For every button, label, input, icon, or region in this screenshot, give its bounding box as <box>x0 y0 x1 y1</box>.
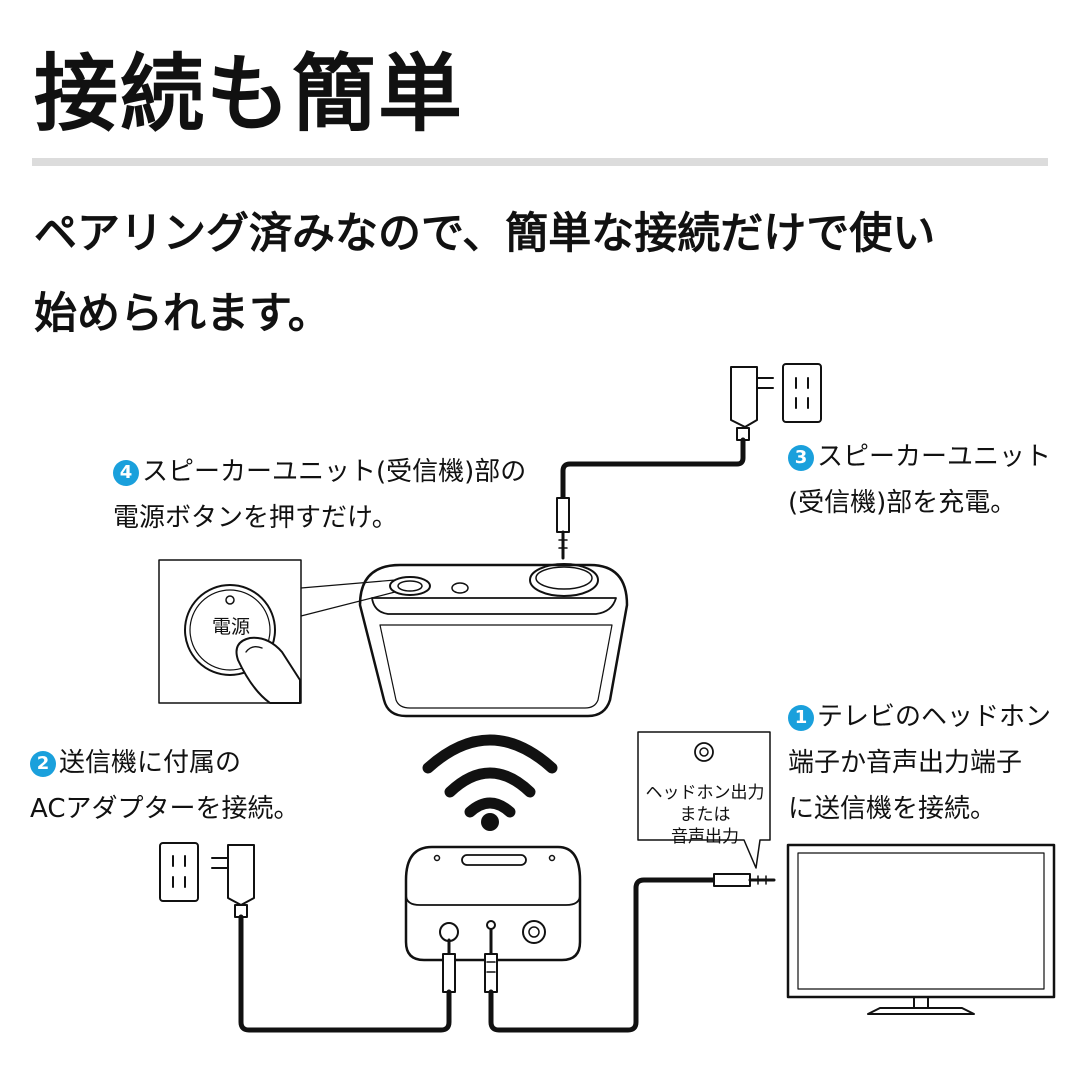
ac-adapter-icon <box>730 366 774 441</box>
output-bubble <box>637 731 771 869</box>
receiver-power-cable <box>560 437 746 501</box>
step-1-line-2: 端子か音声出力端子 <box>788 748 1023 778</box>
audio-cable <box>488 877 717 1033</box>
title-divider <box>32 158 1048 166</box>
power-button-label: 電源 <box>211 616 250 638</box>
step-3-number-badge: 3 <box>788 445 814 471</box>
audio-plug-icon <box>713 873 776 887</box>
step-4-line-1: スピーカーユニット(受信機)部の <box>142 457 527 487</box>
step-2-number-badge: 2 <box>30 751 56 777</box>
step-1-line-1: テレビのヘッドホン <box>817 702 1052 732</box>
transmitter-power-cable <box>238 914 452 1033</box>
audio-plug-icon <box>556 497 570 560</box>
step-3-line-1: スピーカーユニット <box>817 442 1052 472</box>
speaker-unit-receiver <box>358 563 629 718</box>
finger-press-icon <box>235 636 301 704</box>
transmitter <box>404 845 582 962</box>
headphone-jack-icon <box>694 742 714 762</box>
step-3-line-2: (受信機)部を充電。 <box>788 488 1017 518</box>
step-4-number-badge: 4 <box>113 460 139 486</box>
ac-adapter-icon <box>211 844 255 918</box>
step-1-number-badge: 1 <box>788 705 814 731</box>
page-subtitle: ペアリング済みなので、簡単な接続だけで使い 始められます。 <box>34 194 935 354</box>
bubble-line-2: または <box>679 805 731 825</box>
output-bubble-text: ヘッドホン出力 または 音声出力 <box>640 768 770 848</box>
tv-icon <box>786 843 1056 1015</box>
bubble-line-1: ヘッドホン出力 <box>645 783 765 803</box>
step-4-line-2: 電源ボタンを押すだけ。 <box>113 503 398 533</box>
subtitle-line-2: 始められます。 <box>34 289 331 339</box>
wall-outlet-icon <box>159 842 199 902</box>
transmitter-plugs <box>442 928 498 993</box>
step-2-line-1: 送信機に付属の <box>59 748 242 778</box>
wifi-signal-icon <box>422 734 558 831</box>
bubble-line-3: 音声出力 <box>671 827 739 847</box>
subtitle-line-1: ペアリング済みなので、簡単な接続だけで使い <box>34 209 936 259</box>
step-2-line-2: ACアダプターを接続。 <box>30 794 300 824</box>
page-title: 接続も簡単 <box>34 45 465 143</box>
wall-outlet-icon <box>782 363 822 423</box>
step-1-line-3: に送信機を接続。 <box>788 794 997 824</box>
